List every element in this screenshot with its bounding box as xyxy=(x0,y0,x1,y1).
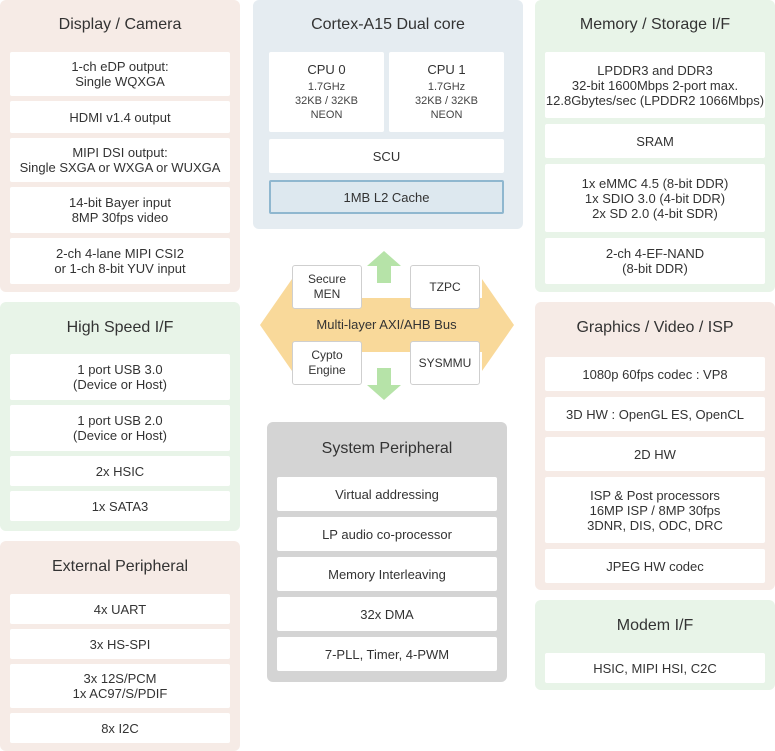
high-speed-item: 2x HSIC xyxy=(10,456,230,486)
display-item: MIPI DSI output:Single SXGA or WXGA or W… xyxy=(10,138,230,182)
external-item: 3x HS-SPI xyxy=(10,629,230,659)
system-item: Virtual addressing xyxy=(277,477,497,511)
cpu1-box: CPU 1 1.7GHz 32KB / 32KB NEON xyxy=(389,52,504,132)
l2-cache-box: 1MB L2 Cache xyxy=(269,180,504,214)
system-peripheral-title: System Peripheral xyxy=(321,440,453,457)
memory-storage-title: Memory / Storage I/F xyxy=(579,16,731,33)
modem-title: Modem I/F xyxy=(616,617,694,634)
scu-box: SCU xyxy=(269,139,504,173)
high-speed-item: 1x SATA3 xyxy=(10,491,230,521)
display-item: HDMI v1.4 output xyxy=(10,101,230,133)
modem-item: HSIC, MIPI HSI, C2C xyxy=(545,653,765,683)
up-arrow-icon xyxy=(367,251,401,283)
graphics-item: JPEG HW codec xyxy=(545,549,765,583)
system-item: 32x DMA xyxy=(277,597,497,631)
down-arrow-icon xyxy=(367,368,401,400)
cortex-title: Cortex-A15 Dual core xyxy=(311,16,465,33)
bus-label: Multi-layer AXI/AHB Bus xyxy=(316,317,457,332)
display-camera-title: Display / Camera xyxy=(58,16,182,33)
high-speed-item: 1 port USB 3.0(Device or Host) xyxy=(10,354,230,400)
external-item: 8x I2C xyxy=(10,713,230,743)
memory-item: SRAM xyxy=(545,124,765,158)
system-peripheral-panel: System Peripheral Virtual addressing LP … xyxy=(267,422,507,682)
system-item: LP audio co-processor xyxy=(277,517,497,551)
graphics-video-isp-panel: Graphics / Video / ISP 1080p 60fps codec… xyxy=(535,302,775,590)
cortex-panel: Cortex-A15 Dual core CPU 0 1.7GHz 32KB /… xyxy=(253,0,523,229)
cpu0-box: CPU 0 1.7GHz 32KB / 32KB NEON xyxy=(269,52,384,132)
tzpc-box: TZPC xyxy=(410,265,480,309)
graphics-item: 3D HW : OpenGL ES, OpenCL xyxy=(545,397,765,431)
high-speed-panel: High Speed I/F 1 port USB 3.0(Device or … xyxy=(0,302,240,531)
graphics-item: 2D HW xyxy=(545,437,765,471)
sysmmu-box: SYSMMU xyxy=(410,341,480,385)
external-peripheral-title: External Peripheral xyxy=(51,558,189,575)
system-item: Memory Interleaving xyxy=(277,557,497,591)
display-camera-panel: Display / Camera 1-ch eDP output:Single … xyxy=(0,0,240,292)
graphics-item: 1080p 60fps codec : VP8 xyxy=(545,357,765,391)
external-item: 4x UART xyxy=(10,594,230,624)
memory-item: 1x eMMC 4.5 (8-bit DDR)1x SDIO 3.0 (4-bi… xyxy=(545,164,765,232)
modem-panel: Modem I/F HSIC, MIPI HSI, C2C xyxy=(535,600,775,690)
high-speed-item: 1 port USB 2.0(Device or Host) xyxy=(10,405,230,451)
display-item: 1-ch eDP output:Single WQXGA xyxy=(10,52,230,96)
system-item: 7-PLL, Timer, 4-PWM xyxy=(277,637,497,671)
graphics-title: Graphics / Video / ISP xyxy=(576,319,734,336)
high-speed-title: High Speed I/F xyxy=(66,319,174,336)
external-peripheral-panel: External Peripheral 4x UART 3x HS-SPI 3x… xyxy=(0,541,240,751)
memory-item: 2-ch 4-EF-NAND(8-bit DDR) xyxy=(545,238,765,284)
